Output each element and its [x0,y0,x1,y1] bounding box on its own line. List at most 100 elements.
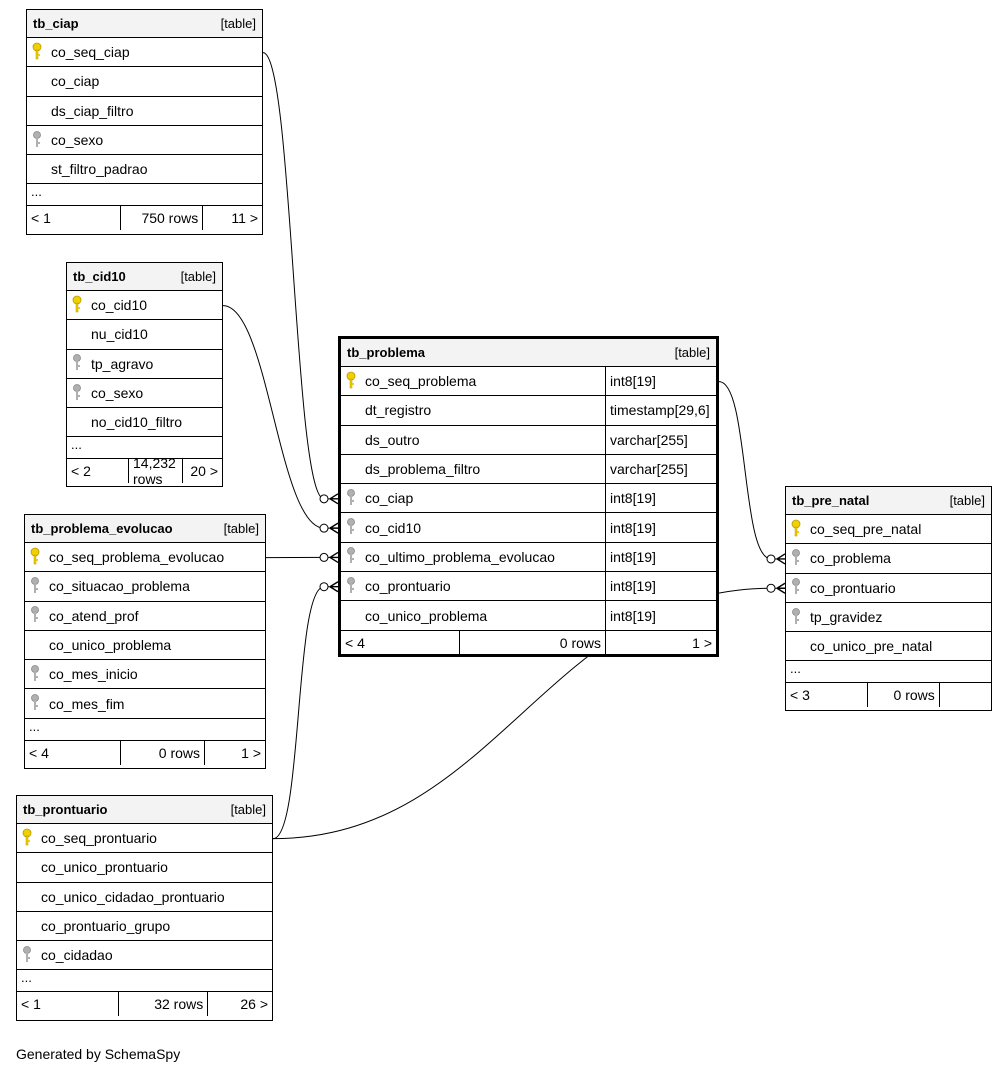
column-type: int8[19] [605,542,716,572]
table-tb-pre-natal[interactable]: tb_pre_natal[table] co_seq_pre_natal co_pr… [785,486,992,711]
column-row[interactable]: co_sexo [27,126,262,156]
foreign-key-icon [32,130,42,151]
column-row[interactable]: no_cid10_filtro [67,408,222,438]
table-tb-cid10[interactable]: tb_cid10[table]co_cid10 nu_cid10 tp_agravo… [66,262,223,487]
foreign-key-icon [22,945,32,966]
column-name: co_unico_problema [49,637,172,654]
column-type: int8[19] [605,601,716,630]
child-count-link[interactable]: 20 > [190,463,218,480]
column-row[interactable]: co_mes_fim [25,689,265,719]
parent-count-link[interactable]: < 4 [341,630,460,655]
column-type: int8[19] [605,513,716,542]
column-row[interactable]: co_ciap [27,67,262,97]
child-count-link[interactable] [940,683,991,707]
optional-marker [319,523,329,533]
column-name: co_unico_pre_natal [810,638,933,655]
crows-foot-marker [776,582,786,594]
row-count: 14,232 rows [129,455,184,487]
optional-marker [319,552,329,562]
column-row[interactable]: nu_cid10 [67,320,222,350]
column-name: tp_agravo [91,355,154,372]
child-count-link[interactable]: 11 > [231,210,258,227]
more-columns-ellipsis: ... [17,970,272,993]
column-row[interactable]: co_unico_prontuario [17,853,272,883]
column-name: co_seq_problema [365,373,477,390]
column-row[interactable]: co_seq_ciap [27,38,262,68]
column-row[interactable]: ds_ciap_filtro [27,97,262,126]
column-row[interactable]: co_seq_prontuario [17,824,272,854]
column-row[interactable]: co_atend_prof [25,602,265,631]
column-row[interactable]: co_seq_pre_natal [786,515,991,545]
parent-count-link[interactable]: < 1 [27,206,121,231]
column-row[interactable]: co_situacao_problema [25,572,265,602]
generated-by-credit: Generated by SchemaSpy [16,1046,181,1062]
column-row[interactable]: co_cid10 [67,291,222,321]
column-name: tp_gravidez [810,609,883,626]
column-name: co_prontuario_grupo [41,918,171,935]
child-count-link[interactable]: 1 > [241,744,261,761]
relationship-line [718,381,781,560]
column-row[interactable]: co_prontuario_grupo [17,912,272,942]
table-header: tb_prontuario[table] [17,796,272,824]
column-name: co_prontuario [810,579,896,596]
relationship-line [222,305,334,529]
column-row[interactable]: st_filtro_padrao [27,155,262,185]
parent-count-link[interactable]: < 4 [25,740,121,765]
child-count-link[interactable]: 26 > [240,996,268,1013]
column-row[interactable]: co_seq_problema_evolucao [25,543,265,573]
parent-count-link[interactable]: < 2 [67,459,129,484]
column-row[interactable]: co_sexo [67,379,222,409]
column-type: timestamp[29,6] [605,396,716,425]
child-count-link[interactable]: 1 > [692,634,712,651]
column-row[interactable]: co_problema [786,544,991,574]
table-name: tb_pre_natal [792,493,870,508]
column-row[interactable]: co_unico_problema [25,631,265,661]
table-name: tb_ciap [33,16,79,31]
column-name: ds_problema_filtro [365,461,481,478]
foreign-key-icon [72,383,82,404]
column-type: varchar[255] [605,425,716,454]
column-name: co_unico_prontuario [41,859,168,876]
parent-count-link[interactable]: < 3 [786,683,868,708]
table-header: tb_ciap[table] [27,10,262,38]
parent-count-link[interactable]: < 1 [17,992,119,1017]
column-row[interactable]: co_unico_cidadao_prontuario [17,883,272,912]
column-name: nu_cid10 [91,326,148,343]
table-tb-prontuario[interactable]: tb_prontuario[table]co_seq_prontuario co_… [16,795,273,1021]
column-row[interactable]: co_cidadao [17,941,272,971]
column-name: st_filtro_padrao [51,161,148,178]
column-row[interactable]: co_prontuario [786,574,991,603]
column-row[interactable]: co_unico_pre_natal [786,632,991,662]
table-type-label: [table] [223,521,259,536]
relationship-line [262,52,334,500]
column-row[interactable]: co_ultimo_problema_evolucao int8[19] [341,542,716,573]
column-name: co_seq_pre_natal [810,521,922,538]
column-name: co_problema [810,550,891,567]
table-type-label: [table] [180,269,216,284]
table-header: tb_pre_natal[table] [786,487,991,515]
optional-marker [319,582,329,592]
table-tb-problema-evolucao[interactable]: tb_problema_evolucao[table]co_seq_proble… [24,514,266,769]
primary-key-icon [30,547,40,568]
column-row[interactable]: tp_agravo [67,350,222,379]
table-type-label: [table] [230,802,266,817]
row-count: 0 rows [121,740,205,765]
column-row[interactable]: tp_gravidez [786,603,991,633]
table-header: tb_cid10[table] [67,263,222,291]
column-name: co_ultimo_problema_evolucao [365,548,555,565]
column-row[interactable]: co_mes_inicio [25,660,265,690]
relationship-line [272,586,334,840]
